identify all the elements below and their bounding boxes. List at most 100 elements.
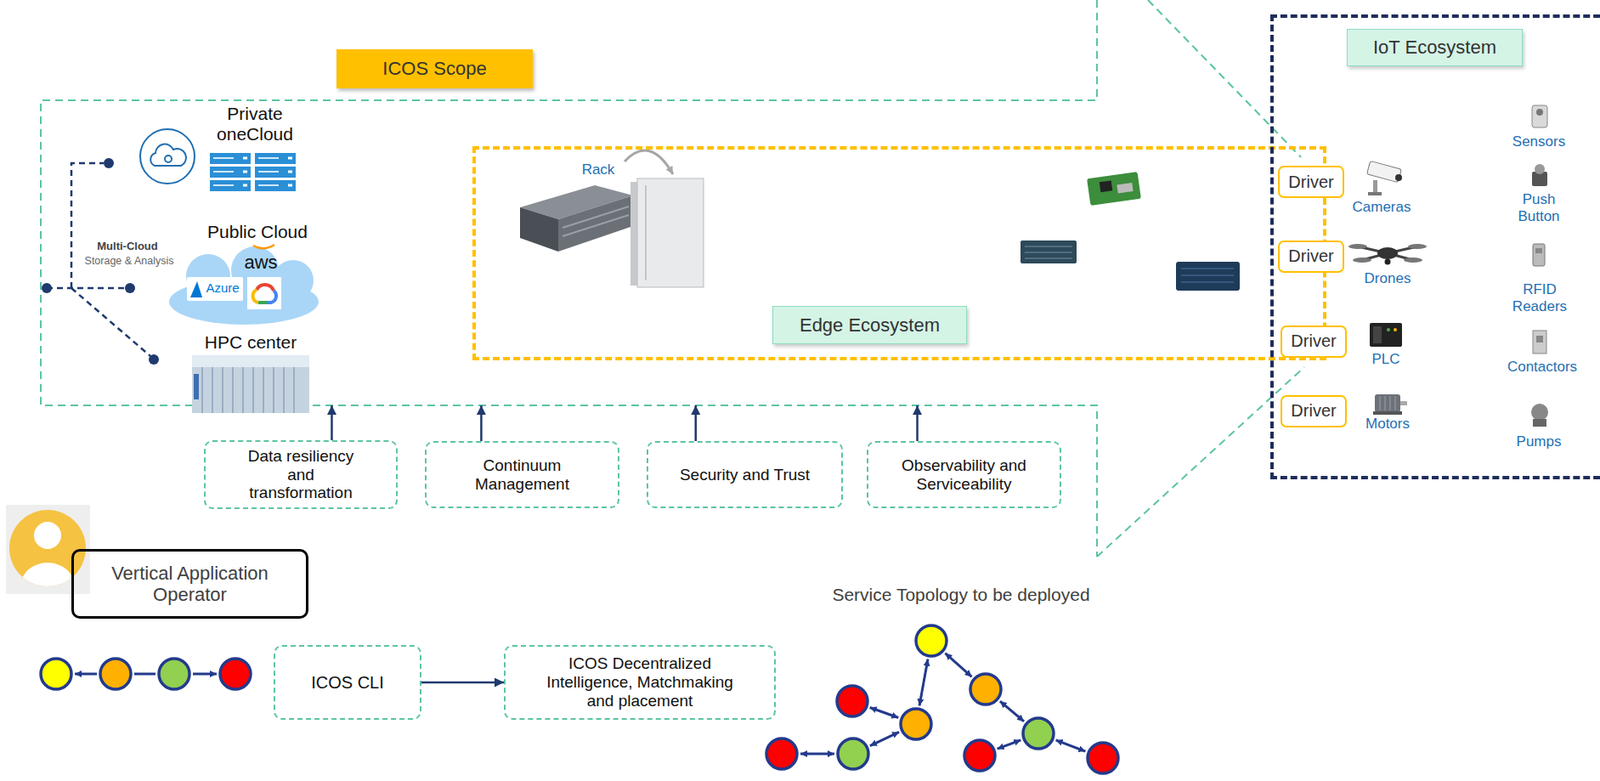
google-cloud-logo: [256, 284, 274, 291]
box-label: Observability and Serviceability: [883, 456, 1046, 494]
rack-server: [558, 195, 634, 252]
driver-box: Driver: [1280, 325, 1347, 358]
rack-server: [520, 207, 559, 252]
iot-devices: [1386, 327, 1391, 332]
iot-devices: [1379, 395, 1396, 411]
service-topology: [964, 740, 996, 771]
text-label: Motors: [1365, 415, 1410, 433]
box-label: Data resiliency and transformation: [237, 446, 365, 504]
process-box: ICOS Decentralized Intelligence, Matchma…: [503, 644, 776, 720]
edge-devices: [1020, 240, 1077, 264]
capability-box: Continuum Management: [424, 440, 620, 509]
iot-devices: [1393, 327, 1397, 332]
text-label: Drones: [1364, 270, 1412, 288]
iot-devices: [1385, 259, 1391, 266]
service-topology: [915, 625, 947, 656]
operator-avatar: [5, 504, 91, 611]
iot-devices: [1369, 322, 1403, 347]
text-label: PLC: [1371, 350, 1400, 368]
connector-arrow: [480, 405, 483, 441]
iot-devices: [1400, 401, 1408, 406]
text-label: Service Topology to be deployed: [831, 584, 1090, 605]
server-icon: [243, 158, 293, 186]
service-topology: [900, 708, 932, 740]
iot-devices: [1531, 403, 1549, 421]
edge-devices: [1181, 268, 1234, 283]
region-title: IoT Ecosystem: [1346, 28, 1523, 67]
iot-devices: [1373, 411, 1403, 415]
service-topology: [970, 673, 1001, 705]
text-label: HPC center: [204, 332, 298, 353]
iot-devices: [1395, 174, 1403, 181]
multi-cloud-links: [41, 158, 159, 365]
avatar-person: [20, 521, 75, 611]
hpc-image: [193, 373, 199, 400]
text-label: Contactors: [1507, 358, 1578, 376]
text-label: Cameras: [1352, 198, 1412, 216]
text-label: Multi-Cloud: [96, 240, 158, 254]
google-cloud-logo: [247, 277, 282, 310]
scope-outline: [40, 0, 1097, 557]
iot-devices: [1373, 326, 1382, 344]
topology-link: [944, 653, 972, 678]
connectors: [331, 405, 917, 683]
service-chain: [40, 658, 251, 690]
iot-devices: [1352, 257, 1372, 263]
iot-devices: [1536, 335, 1544, 343]
service-chain: [40, 658, 72, 690]
aws-smile: [253, 244, 275, 249]
driver-box: Driver: [1280, 395, 1347, 428]
process-box: ICOS CLI: [273, 644, 422, 720]
iot-devices: [1368, 192, 1382, 196]
edge-devices: [1099, 180, 1114, 193]
service-chain: [74, 672, 217, 676]
iot-region: IoT EcosystemDriverDriverDriverDriver: [1270, 14, 1600, 480]
service-topology: [1023, 718, 1054, 749]
server-icon: [209, 152, 296, 192]
box-label: ICOS CLI: [310, 672, 385, 693]
service-topology: [1087, 742, 1119, 774]
box-label: Vertical Application Operator: [96, 562, 284, 606]
actor-box: Vertical Application Operator: [71, 548, 309, 619]
azure-logo: [190, 281, 203, 298]
multi-cloud-links: [124, 282, 136, 294]
connector-arrow: [421, 681, 504, 685]
iot-devices: [1532, 243, 1545, 266]
edge-devices: [1024, 246, 1073, 259]
service-topology: [766, 738, 798, 769]
edge-devices: [1086, 171, 1142, 206]
iot-devices: [1532, 330, 1547, 354]
hpc-image: [192, 355, 310, 368]
google-cloud-logo: [247, 277, 282, 310]
hpc-image: [192, 355, 310, 413]
google-cloud-logo: [266, 290, 277, 303]
scope-outline: [40, 0, 1305, 557]
edge-devices: [1116, 182, 1133, 193]
iot-devices: [1373, 180, 1378, 193]
hpc-image: [202, 367, 294, 413]
rack-server: [520, 150, 704, 288]
iot-devices: [1348, 243, 1368, 249]
rack-server: [562, 206, 629, 237]
multi-cloud-links: [41, 282, 52, 294]
avatar-person: [20, 562, 75, 611]
multi-cloud-links: [103, 158, 114, 169]
private-cloud-icon: [164, 155, 172, 163]
iot-devices: [1535, 248, 1543, 254]
private-cloud-icon: [140, 129, 195, 184]
rack-server: [637, 178, 704, 288]
box-label: Continuum Management: [450, 456, 595, 494]
azure-logo: [186, 277, 244, 301]
public-cloud-shape: [169, 246, 319, 325]
driver-box: Driver: [1277, 240, 1345, 273]
iot-devices: [1377, 247, 1398, 260]
text-label: Private oneCloud: [207, 103, 303, 145]
iot-devices: [1532, 418, 1547, 427]
region-title: Edge Ecosystem: [772, 305, 967, 345]
rack-server: [624, 150, 673, 175]
text-label: Push Button: [1509, 191, 1569, 225]
